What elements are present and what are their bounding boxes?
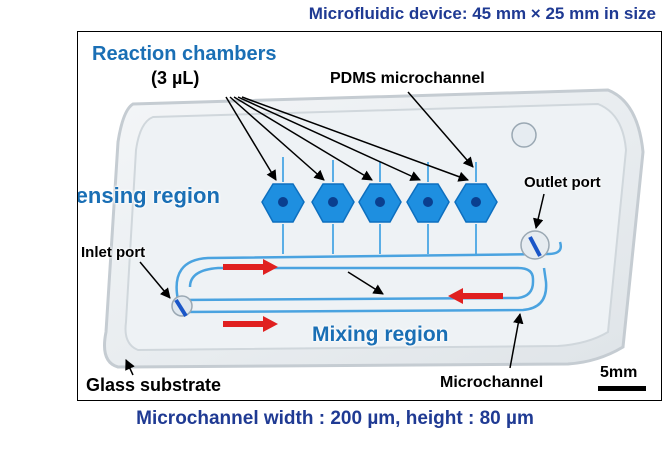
pdms-microchannel-label: PDMS microchannel — [330, 70, 485, 87]
inlet-port — [171, 295, 193, 318]
microchannel-label: Microchannel — [440, 374, 544, 391]
mixing-region-label: Mixing region — [312, 323, 449, 346]
device-illustration — [103, 88, 646, 391]
device-size-caption: Microfluidic device: 45 mm × 25 mm in si… — [308, 4, 656, 23]
reaction-chambers-label: Reaction chambers — [92, 43, 277, 65]
dispensing-region-label: Dispensing region — [78, 183, 220, 208]
mixing-channel — [175, 241, 562, 301]
reaction-volume-label: (3 µL) — [151, 68, 200, 88]
device-photo: Reaction chambers (3 µL) PDMS microchann… — [77, 31, 662, 401]
outlet-port — [520, 230, 550, 260]
inlet-port-label: Inlet port — [81, 244, 146, 261]
pdms-block — [124, 102, 628, 352]
scale-bar — [598, 386, 646, 391]
channel-dimensions-caption: Microchannel width : 200 µm, height : 80… — [136, 408, 534, 429]
flow-arrows — [223, 259, 503, 332]
outlet-port-label: Outlet port — [524, 174, 601, 191]
scale-bar-label: 5mm — [600, 364, 638, 381]
glass-substrate-label: Glass substrate — [86, 375, 222, 395]
